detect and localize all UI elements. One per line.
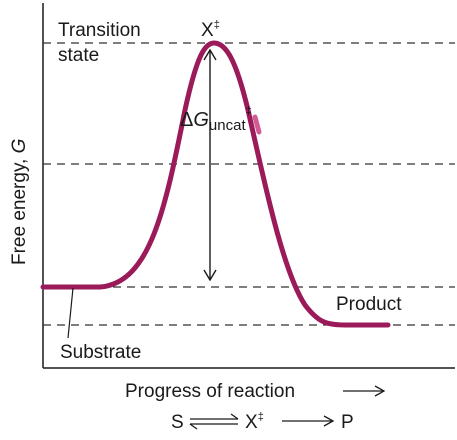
- x-double-dagger-label: X‡: [201, 19, 220, 41]
- transition-state-label-line2: state: [58, 45, 99, 66]
- y-axis-label: Free energy, G: [9, 139, 30, 265]
- x-axis-label: Progress of reaction: [125, 381, 295, 402]
- equation-x-double-dagger: X‡: [245, 411, 264, 433]
- arrow-head-top: [203, 48, 217, 61]
- substrate-label: Substrate: [60, 342, 141, 363]
- curve-highlight: [252, 114, 262, 135]
- equation-p: P: [341, 412, 354, 433]
- equation-forward-arrowhead: [323, 415, 335, 427]
- equation-s: S: [171, 412, 184, 433]
- product-label: Product: [336, 294, 402, 315]
- transition-state-label-line1: Transition: [58, 20, 141, 41]
- equilibrium-arrow: [189, 413, 239, 430]
- substrate-leader: [67, 287, 74, 339]
- energy-curve: [40, 40, 391, 328]
- delta-g-uncat-label: ΔGuncat‡: [180, 105, 252, 134]
- arrow-head-bottom: [203, 269, 217, 282]
- x-axis-label-arrowhead: [374, 385, 386, 397]
